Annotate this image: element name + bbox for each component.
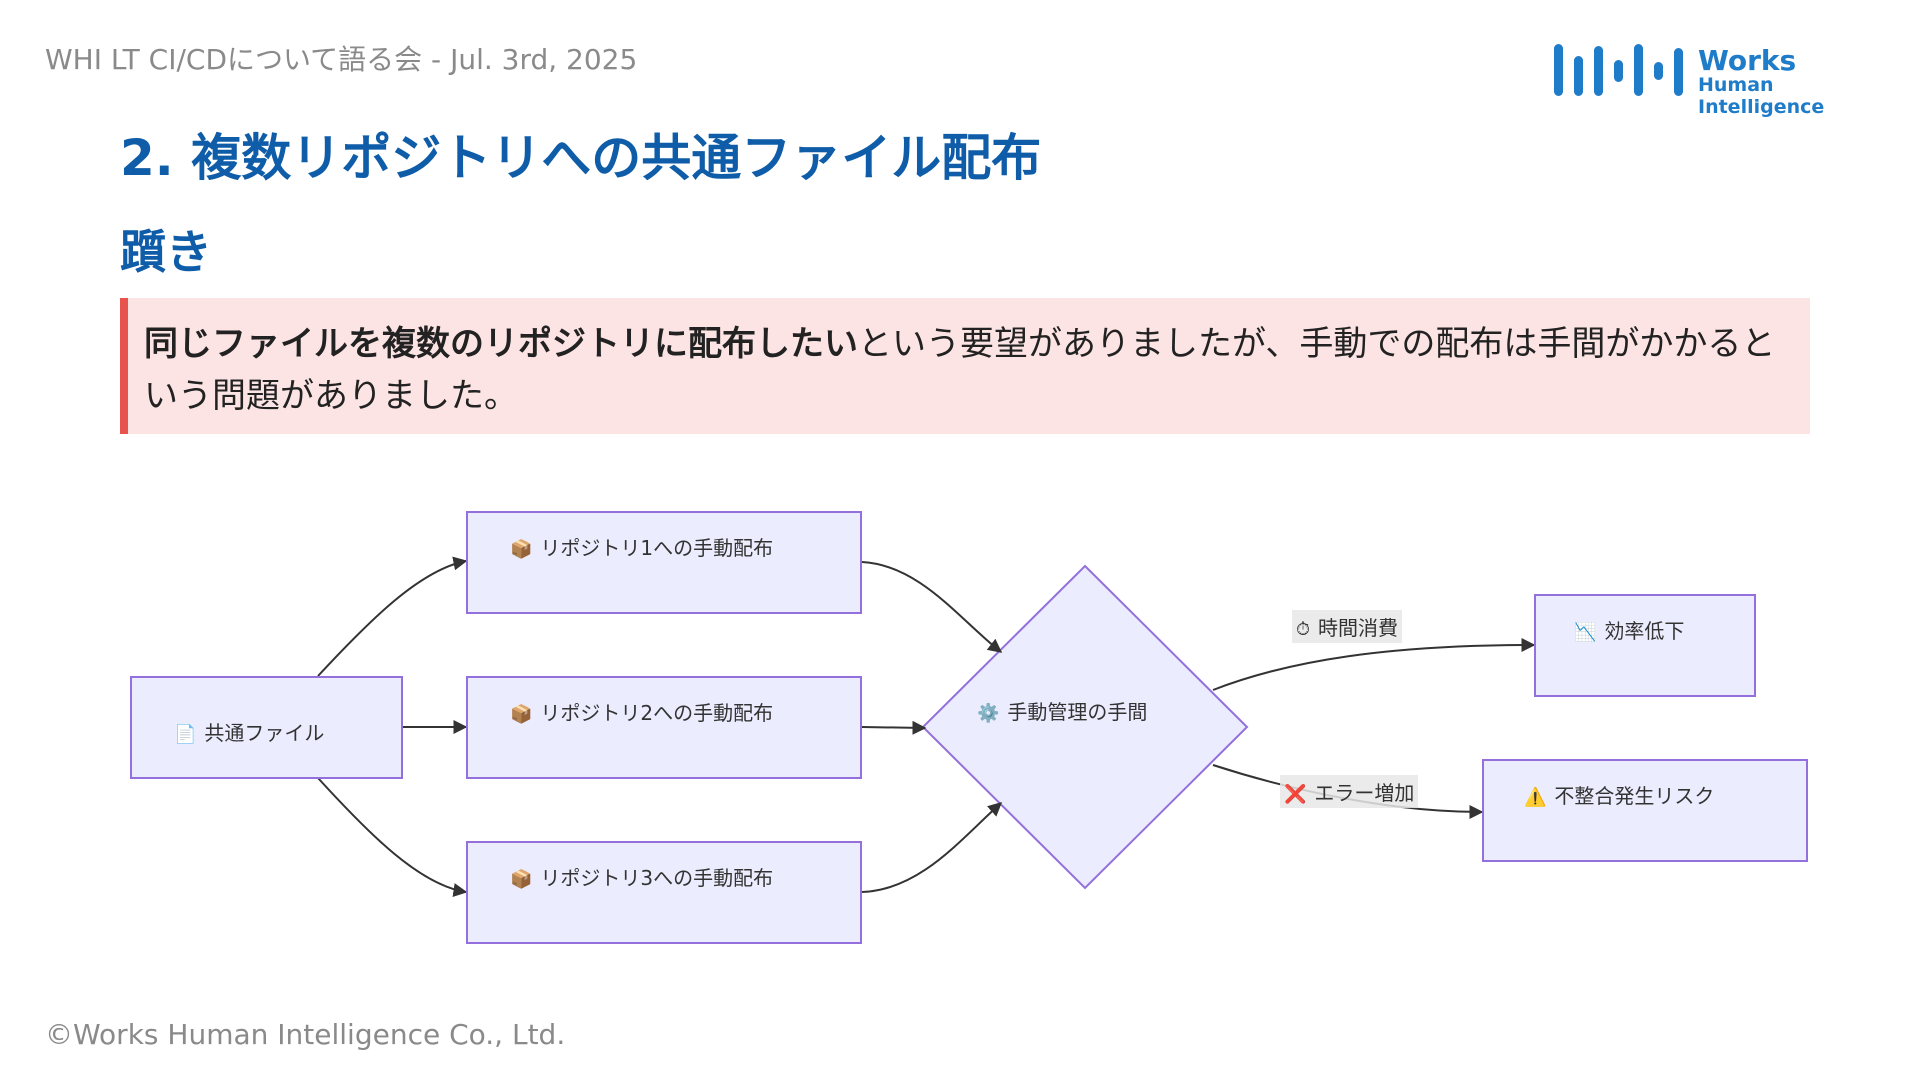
node-risk-label: 不整合発生リスク	[1554, 784, 1715, 808]
problem-callout: 同じファイルを複数のリポジトリに配布したいという要望がありましたが、手動での配布…	[120, 298, 1810, 434]
edge-label-error-text: エラー増加	[1314, 781, 1415, 805]
node-efficiency-label: 効率低下	[1604, 619, 1685, 643]
node-common-file-label: 共通ファイル	[204, 721, 325, 745]
edge-repo1-to-manual	[861, 561, 1003, 653]
logo-word-works: Works	[1698, 44, 1797, 77]
node-repo1: 📦 リポジトリ1への手動配布	[466, 511, 862, 614]
logo-bars-icon	[1554, 44, 1683, 96]
warning-icon: ⚠️	[1524, 787, 1547, 808]
event-header: WHI LT CI/CDについて語る会 - Jul. 3rd, 2025	[45, 43, 638, 76]
company-logo: Works Human Intelligence	[1552, 44, 1892, 118]
edge-common-to-repo1	[317, 556, 468, 677]
document-icon: 📄	[174, 724, 197, 745]
edge-label-time-text: 時間消費	[1318, 616, 1399, 640]
node-repo2-label: リポジトリ2への手動配布	[540, 701, 774, 725]
edge-common-to-repo3	[317, 777, 468, 898]
logo-word-hi: Human Intelligence	[1698, 74, 1825, 118]
section-title: 躓き	[120, 225, 212, 279]
package-icon: 📦	[510, 869, 533, 890]
callout-text: という要望がありましたが、手動での配布は手間がかかるという問題がありました。	[144, 324, 1776, 416]
copyright-footer: ©Works Human Intelligence Co., Ltd.	[45, 1018, 566, 1051]
package-icon: 📦	[510, 539, 533, 560]
edge-label-error: ❌ エラー増加	[1280, 775, 1419, 808]
edge-repo3-to-manual	[861, 802, 1003, 893]
stopwatch-icon: ⏱	[1296, 619, 1311, 640]
package-icon: 📦	[510, 704, 533, 725]
node-manual-label: 手動管理の手間	[1007, 700, 1148, 724]
node-efficiency: 📉 効率低下	[1534, 594, 1756, 697]
node-risk: ⚠️ 不整合発生リスク	[1482, 759, 1808, 862]
gear-icon: ⚙️	[977, 703, 1000, 724]
node-common-file: 📄 共通ファイル	[130, 676, 403, 779]
node-manual-label-wrap: ⚙️ 手動管理の手間	[977, 696, 1147, 725]
callout-bold-text: 同じファイルを複数のリポジトリに配布したい	[144, 324, 858, 364]
decision-diamond	[921, 564, 1249, 890]
edge-repo2-to-manual	[861, 720, 927, 735]
edge-manual-to-efficiency	[1212, 638, 1536, 691]
node-repo3: 📦 リポジトリ3への手動配布	[466, 841, 862, 944]
node-repo1-label: リポジトリ1への手動配布	[540, 536, 774, 560]
cross-mark-icon: ❌	[1284, 784, 1307, 805]
chart-decreasing-icon: 📉	[1574, 622, 1597, 643]
edge-label-time: ⏱ 時間消費	[1292, 610, 1403, 643]
node-repo2: 📦 リポジトリ2への手動配布	[466, 676, 862, 779]
node-repo3-label: リポジトリ3への手動配布	[540, 866, 774, 890]
slide-title: 2. 複数リポジトリへの共通ファイル配布	[120, 129, 1042, 187]
